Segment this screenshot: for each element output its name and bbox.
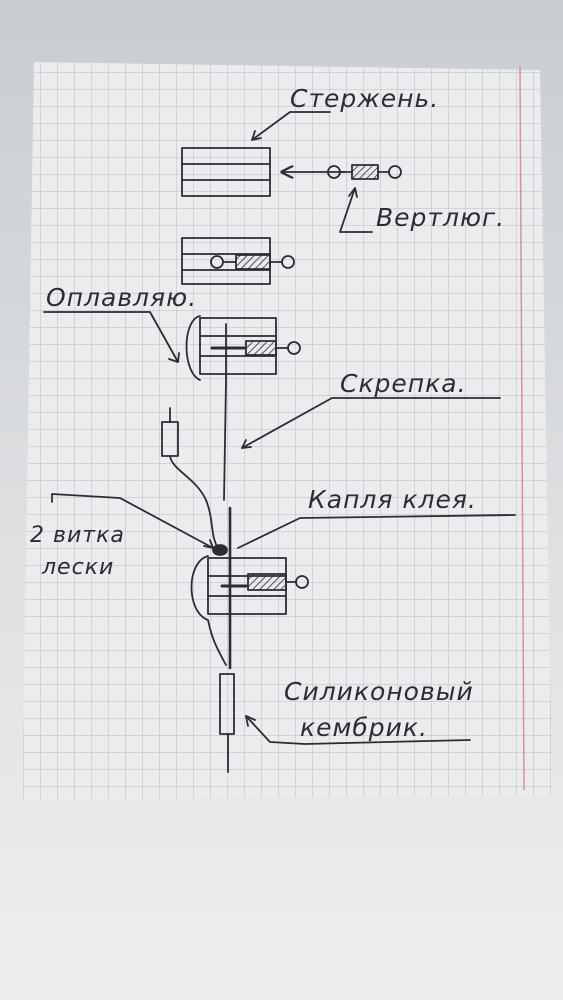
melt-leader-line — [43, 311, 179, 363]
glue-leader-line — [237, 514, 516, 549]
label-tube-2: кембрик. — [300, 713, 428, 742]
fishing-line — [169, 455, 219, 549]
tube-leader-line — [245, 715, 471, 745]
label-rod: Стержень. — [290, 84, 439, 113]
label-swivel: Вертлюг. — [376, 203, 505, 232]
glue-drop — [212, 544, 228, 556]
margin-line — [519, 65, 525, 791]
rod-with-swivel — [181, 237, 295, 285]
swivel-diagram — [282, 164, 402, 180]
paperclip-pin — [223, 381, 227, 501]
turns-leader-line — [51, 493, 214, 549]
label-clip: Скрепка. — [340, 369, 467, 398]
label-melt: Оплавляю. — [46, 283, 197, 312]
grid-paper — [22, 62, 552, 800]
label-turns-1: 2 витка — [30, 523, 125, 548]
label-glue: Капля клея. — [308, 485, 477, 514]
swivel-leader-line — [339, 187, 373, 233]
rod-leader-line — [251, 111, 331, 141]
rod-diagram — [181, 147, 271, 197]
silicone-tube — [219, 673, 235, 735]
label-turns-2: лески — [41, 555, 114, 580]
clip-leader-line — [241, 397, 501, 449]
melted-rod — [185, 315, 301, 383]
final-rod — [190, 555, 309, 666]
label-tube-1: Силиконовый — [284, 677, 474, 706]
